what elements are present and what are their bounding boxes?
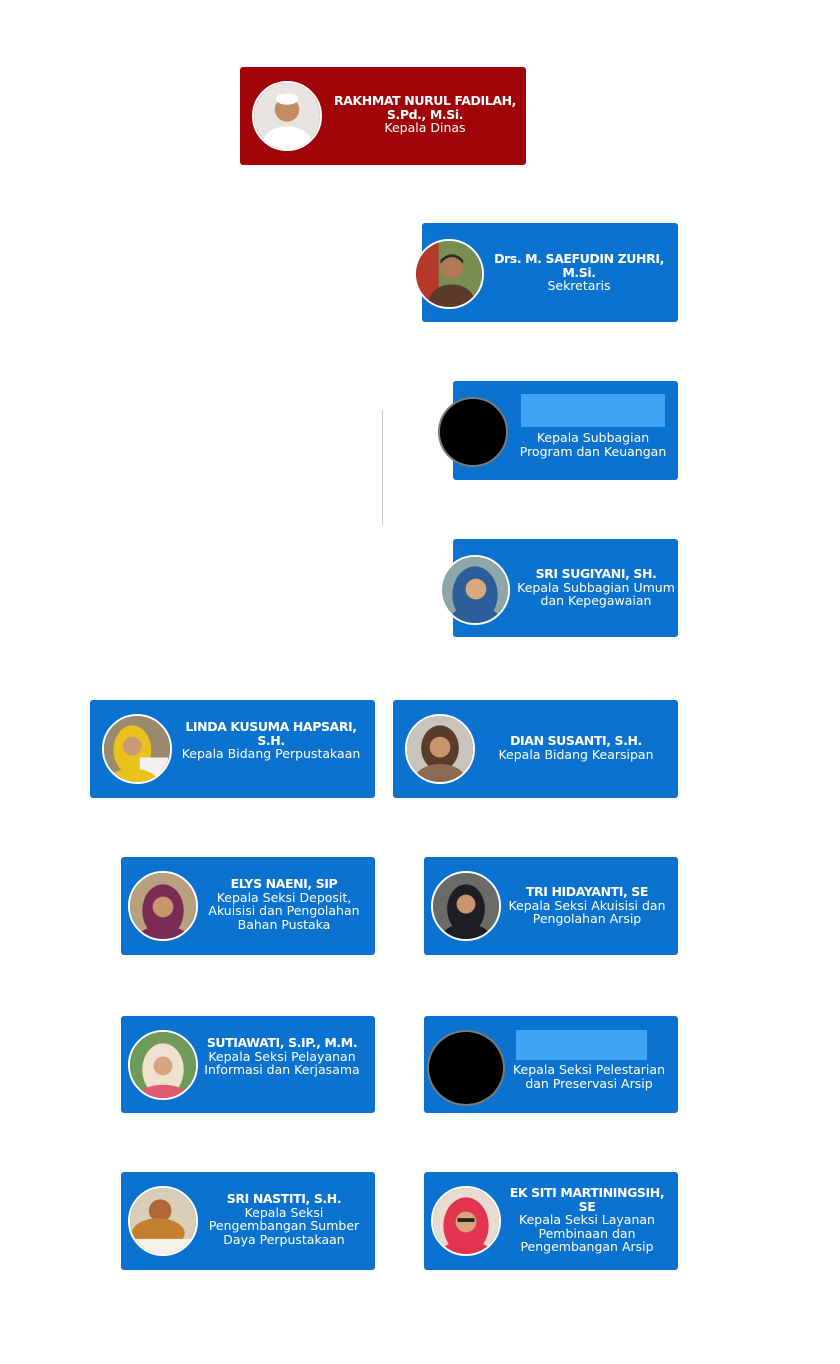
position-title: Kepala Seksi Layanan Pembinaan dan Penge… [519,1212,655,1254]
person-name: RAKHMAT NURUL FADILAH, S.Pd., M.Si. [333,93,517,122]
avatar-photo [128,1186,198,1256]
node-text: EK SITI MARTININGSIH, SE Kepala Seksi La… [504,1186,670,1254]
node-text: Drs. M. SAEFUDIN ZUHRI, M.Si. Sekretaris [486,252,672,293]
position-title: Kepala Seksi Pengembangan Sumber Daya Pe… [208,1204,360,1247]
avatar-photo [431,1186,501,1256]
node-kasubbag-program[interactable]: Kepala Subbagian Program dan Keuangan [438,381,678,480]
node-text: TRI HIDAYANTI, SE Kepala Seksi Akuisisi … [504,885,670,926]
position-title: Kepala Seksi Akuisisi dan Pengolahan Ars… [508,897,666,926]
avatar-photo [405,714,475,784]
position-title: Kepala Bidang Perpustakaan [181,746,361,761]
avatar-photo [414,239,484,309]
node-kabid-kearsipan[interactable]: DIAN SUSANTI, S.H. Kepala Bidang Kearsip… [393,700,678,798]
person-name: ELYS NAENI, SIP [230,876,338,891]
avatar-photo [102,714,172,784]
node-kasi-pengembangan-sdp[interactable]: SRI NASTITI, S.H. Kepala Seksi Pengemban… [121,1172,375,1270]
avatar-photo [128,1030,198,1100]
position-title: Kepala Subbagian Umum dan Kepegawaian [517,579,675,608]
person-name: Drs. M. SAEFUDIN ZUHRI, M.Si. [494,251,664,280]
position-title: Kepala Seksi Pelestarian dan Preservasi … [512,1062,665,1091]
avatar-photo [431,871,501,941]
name-redacted [521,394,665,427]
position-title: Kepala Bidang Kearsipan [498,746,654,762]
connector-line [382,410,383,525]
node-kasubbag-umum[interactable]: SRI SUGIYANI, SH. Kepala Subbagian Umum … [440,539,681,637]
node-sekretaris[interactable]: Drs. M. SAEFUDIN ZUHRI, M.Si. Sekretaris [414,223,678,322]
node-kasi-pelestarian[interactable]: Kepala Seksi Pelestarian dan Preservasi … [424,1016,678,1113]
name-redacted [516,1030,647,1060]
person-name: DIAN SUSANTI, S.H. [510,733,642,748]
node-kasi-deposit[interactable]: ELYS NAENI, SIP Kepala Seksi Deposit, Ak… [121,857,375,955]
avatar-photo [440,555,510,625]
avatar-redacted [427,1030,505,1106]
person-name: TRI HIDAYANTI, SE [525,884,649,899]
node-text: RAKHMAT NURUL FADILAH, S.Pd., M.Si. Kepa… [330,94,520,135]
node-text: Kepala Seksi Pelestarian dan Preservasi … [504,1063,674,1090]
node-kepala-dinas[interactable]: RAKHMAT NURUL FADILAH, S.Pd., M.Si. Kepa… [240,67,526,165]
node-text: DIAN SUSANTI, S.H. Kepala Bidang Kearsip… [479,734,673,761]
position-title: Kepala Subbagian Program dan Keuangan [519,430,667,459]
person-name: LINDA KUSUMA HAPSARI, S.H. [185,719,357,748]
position-title: Sekretaris [547,278,611,293]
avatar-photo [252,81,322,151]
position-title: Kepala Dinas [384,120,466,135]
node-text: SUTIAWATI, S.IP., M.M. Kepala Seksi Pela… [197,1036,367,1077]
person-name: SRI SUGIYANI, SH. [535,566,657,581]
position-title: Kepala Seksi Pelayanan Informasi dan Ker… [204,1048,360,1077]
node-text: SRI SUGIYANI, SH. Kepala Subbagian Umum … [511,567,681,608]
position-title: Kepala Seksi Deposit, Akuisisi dan Pengo… [208,889,360,932]
avatar-redacted [438,397,508,467]
node-kasi-akuisisi-arsip[interactable]: TRI HIDAYANTI, SE Kepala Seksi Akuisisi … [424,857,678,955]
avatar-photo [128,871,198,941]
node-text: LINDA KUSUMA HAPSARI, S.H. Kepala Bidang… [176,720,366,761]
node-text: ELYS NAENI, SIP Kepala Seksi Deposit, Ak… [197,877,371,931]
node-kasi-layanan-arsip[interactable]: EK SITI MARTININGSIH, SE Kepala Seksi La… [424,1172,678,1270]
node-kasi-pelayanan-informasi[interactable]: SUTIAWATI, S.IP., M.M. Kepala Seksi Pela… [121,1016,375,1113]
person-name: EK SITI MARTININGSIH, SE [509,1185,665,1214]
person-name: SUTIAWATI, S.IP., M.M. [206,1035,358,1050]
node-text: Kepala Subbagian Program dan Keuangan [511,431,675,458]
person-name: SRI NASTITI, S.H. [226,1191,342,1206]
node-text: SRI NASTITI, S.H. Kepala Seksi Pengemban… [197,1192,371,1246]
node-kabid-perpustakaan[interactable]: LINDA KUSUMA HAPSARI, S.H. Kepala Bidang… [90,700,375,798]
